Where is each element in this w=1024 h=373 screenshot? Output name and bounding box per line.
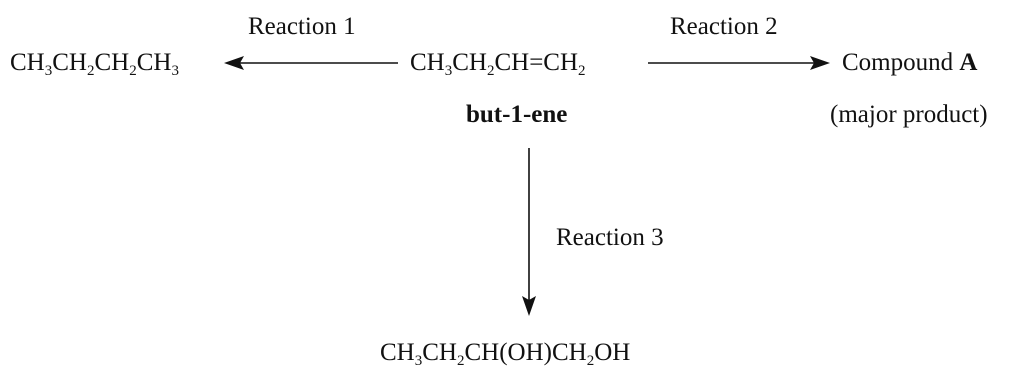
starting-material-name: but-1-ene [466,101,568,128]
starting-material-formula: CH3CH2CH=CH2 [410,49,586,79]
product-2-note: (major product) [830,101,988,128]
product-1-formula: CH3CH2CH2CH3 [10,49,179,79]
reaction-2-label: Reaction 2 [670,13,778,40]
reaction-2-arrow [648,56,830,70]
reaction-3-label: Reaction 3 [556,224,664,251]
product-3-formula: CH3CH2CH(OH)CH2OH [380,339,631,369]
product-2-label: Compound A [842,49,978,76]
reaction-1-arrow [224,56,398,70]
reaction-3-arrow [522,148,536,316]
reaction-1-label: Reaction 1 [248,13,356,40]
